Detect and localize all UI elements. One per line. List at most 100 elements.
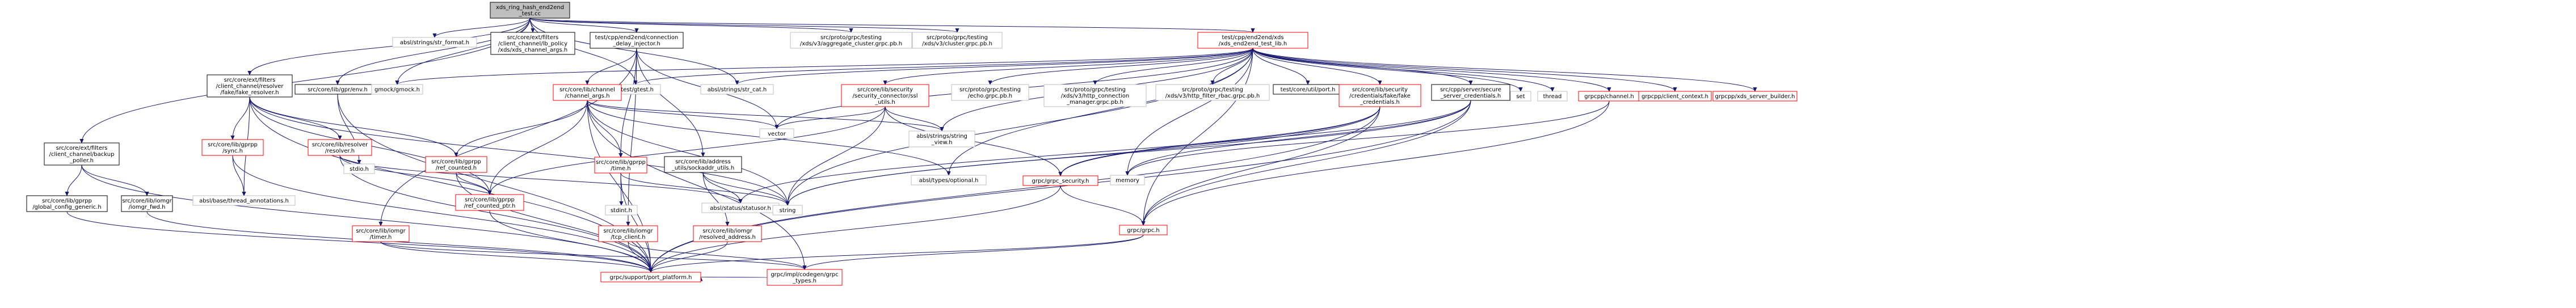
node-label-line: gtest/gtest.h [617,87,654,93]
dependency-edge [788,100,1471,205]
node-box [600,272,701,282]
node-resolver-h[interactable]: src/core/lib/resolver/resolver.h [308,139,372,156]
node-time-h[interactable]: src/core/lib/gprpp/time.h [594,157,647,174]
node-resolved-address[interactable]: src/core/lib/iomgr/resolved_address.h [693,225,762,242]
node-label-line: /fake/fake_resolver.h [220,90,279,96]
dependency-edge [1252,48,1755,91]
node-label-line: src/core/lib/iomgr [702,228,752,234]
node-box [693,225,762,242]
node-root[interactable]: xds_ring_hash_end2end_test.cc [490,2,570,19]
node-label-line: test/core/util/port.h [1281,87,1336,93]
node-label-line: /xds/v3/http_connection [1061,93,1130,99]
node-tcp-client[interactable]: src/core/lib/iomgr/tcp_client.h [598,225,658,242]
dependency-edge [587,48,637,85]
node-fake-credentials[interactable]: src/core/lib/security/credentials/fake/f… [1338,84,1421,107]
dependency-edge [1127,100,1610,175]
dependency-edge [250,18,531,75]
node-box [841,84,929,107]
node-box [490,2,570,19]
dependency-edge [67,164,82,196]
node-client-context[interactable]: grpcpp/client_context.h [1638,91,1712,102]
dependency-edge [339,155,490,195]
node-label-line: src/core/lib/gprpp [465,197,515,203]
dependency-edge [620,172,788,205]
node-channel-args[interactable]: src/core/lib/channel/channel_args.h [553,84,622,101]
node-box [392,37,477,48]
node-label-line: /security_connector/ssl [853,93,918,99]
node-label-line: src/proto/grpc/testing [820,35,882,41]
node-box [1537,91,1568,102]
node-box [772,205,803,216]
node-security-connector[interactable]: src/core/lib/security/security_connector… [841,84,929,107]
dependency-edge [587,100,942,131]
dependency-edge [737,48,1253,85]
dependency-edge [397,18,531,85]
node-box [308,139,372,156]
node-box [192,195,296,206]
node-label-line: /resolved_address.h [699,234,756,241]
node-ref-counted-ptr[interactable]: src/core/lib/gprpp/ref_counted_ptr.h [455,194,524,211]
node-timer[interactable]: src/core/lib/iomgr/timer.h [352,225,410,242]
graph-nodes: xds_ring_hash_end2end_test.cc src/core/ex… [26,2,1798,286]
node-util-port[interactable]: test/core/util/port.h [1273,84,1343,95]
dependency-edge [587,100,788,205]
node-box [1338,84,1421,107]
dependency-edge [788,106,886,205]
node-xds-channel-args[interactable]: src/core/ext/filters/client_channel/lb_p… [490,32,575,55]
node-label-line: /global_config_generic.h [32,204,101,210]
node-sockaddr-utils[interactable]: src/core/lib/address_utils/sockaddr_util… [664,156,742,173]
dependency-edge [397,48,1253,85]
dependency-edge [338,18,531,85]
node-box [455,194,524,211]
node-env[interactable]: src/core/lib/gpr/env.h [294,84,381,95]
dependency-edge [1252,48,1552,91]
node-label-line: src/core/lib/gpr/env.h [308,87,368,93]
node-label-line: /ref_counted.h [436,165,477,171]
node-grpcpp-channel[interactable]: grpcpp/channel.h [1578,91,1640,102]
node-port-platform[interactable]: grpc/support/port_platform.h [600,272,701,282]
node-grpc-security[interactable]: grpc/grpc_security.h [1022,175,1098,186]
node-box [911,175,987,185]
node-label-line: _types.h [792,278,816,284]
node-box [664,156,742,173]
dependency-edge [1060,106,1380,176]
node-optional: absl/types/optional.h [911,175,987,185]
dependency-edge [587,100,805,269]
node-label-line: absl/base/thread_annotations.h [199,198,289,204]
dependency-edge [233,96,250,140]
node-label-line: src/proto/grpc/testing [927,35,988,41]
node-grpc-types[interactable]: grpc/impl/codegen/grpc_types.h [767,269,843,286]
node-thread: thread [1537,91,1568,102]
node-xds-test-lib[interactable]: test/cpp/end2end/xds/xds_end2end_test_li… [1197,32,1308,49]
node-xds-server-builder[interactable]: grpcpp/xds_server_builder.h [1712,91,1798,102]
dependency-edge [628,241,651,272]
dependency-edge [249,96,651,272]
dependency-edge [339,155,651,272]
node-box [425,156,487,173]
node-gprpp-sync[interactable]: src/core/lib/gprpp/sync.h [201,139,264,156]
dependency-edge [990,48,1253,85]
node-label-line: src/core/lib/security [1352,87,1408,93]
node-label-line: test/cpp/end2end/xds [1222,35,1283,41]
node-thread-annotations: absl/base/thread_annotations.h [192,195,296,206]
node-fake-resolver[interactable]: src/core/ext/filters/client_channel/reso… [207,74,293,98]
node-box [598,225,658,242]
dependency-edge [651,185,1061,272]
dependency-edge [82,18,531,143]
node-label-line: /tcp_client.h [611,234,645,241]
node-backup-poller[interactable]: src/core/ext/filters/client_channel/back… [44,142,120,166]
node-iomgr-fwd[interactable]: src/core/lib/iomgr/iomgr_fwd.h [121,195,173,212]
node-label-line: absl/status/statusor.h [710,205,771,212]
node-global-config[interactable]: src/core/lib/gprpp/global_config_generic… [26,195,108,212]
node-label-line: xds_ring_hash_end2end [496,5,564,11]
node-label-line: vector [768,131,786,137]
dependency-edge [490,106,886,195]
node-delay-injector[interactable]: test/cpp/end2end/connection_delay_inject… [590,32,684,49]
node-label-line: _utils/sockaddr_utils.h [671,165,734,171]
node-grpc-h[interactable]: grpc/grpc.h [1119,225,1168,235]
node-label-line: /xds/v3/cluster.grpc.pb.h [922,41,992,47]
node-ref-counted[interactable]: src/core/lib/gprpp/ref_counted.h [425,156,487,173]
dependency-edge [249,96,456,157]
node-label-line: src/core/lib/resolver [312,142,368,148]
node-secure-server-credentials[interactable]: src/cpp/server/secure_server_credentials… [1431,84,1510,101]
